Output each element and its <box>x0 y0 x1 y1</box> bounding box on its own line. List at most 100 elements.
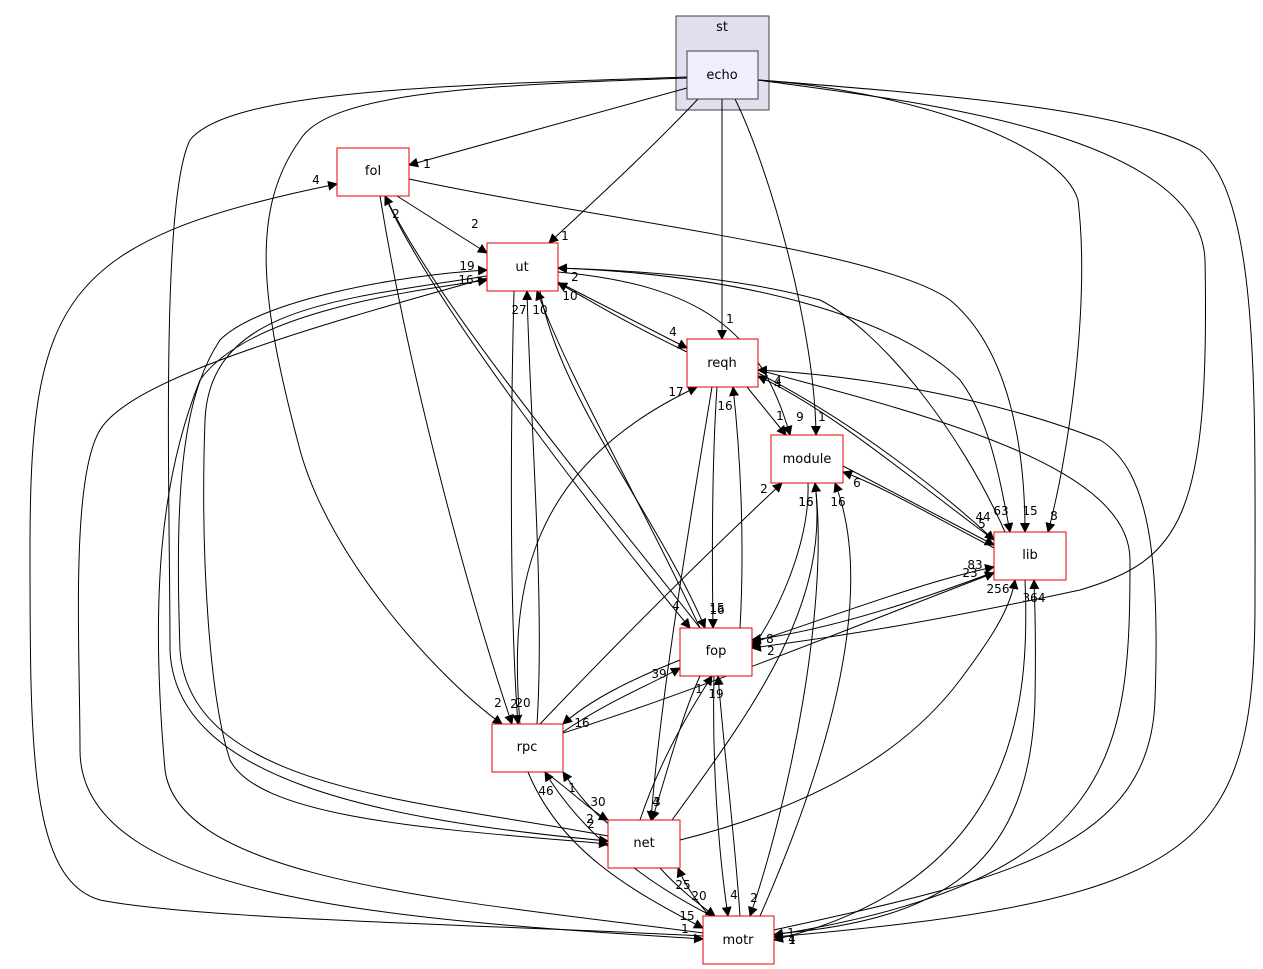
edge-fop-to-rpc[interactable] <box>562 659 681 725</box>
edge-fop-to-ut[interactable] <box>535 290 701 629</box>
edge-ut-to-net[interactable] <box>203 275 609 849</box>
edge-label-ut-to-net: 2 <box>586 812 594 826</box>
edge-motr-to-fop[interactable] <box>713 675 741 917</box>
edge-reqh-to-fop[interactable] <box>707 386 718 629</box>
edge-echo-to-module[interactable] <box>734 98 821 436</box>
edge-label-echo-to-fop: 2 <box>767 644 775 658</box>
edge-lib-to-reqh[interactable] <box>757 375 995 541</box>
edge-label-motr-to-fol: 4 <box>312 173 320 187</box>
edge-rpc-to-motr[interactable] <box>527 771 704 929</box>
node-label-net: net <box>633 836 654 851</box>
edge-net-to-motr[interactable] <box>659 867 716 917</box>
node-ut[interactable]: ut <box>486 242 559 292</box>
edge-motr-to-lib[interactable] <box>773 579 1040 935</box>
edge-lib-to-ut[interactable] <box>557 263 1006 533</box>
edge-rpc-to-module[interactable] <box>539 482 783 725</box>
edge-ut-to-fop[interactable] <box>539 290 707 629</box>
edge-net-to-module[interactable] <box>671 482 822 821</box>
edge-echo-to-lib[interactable] <box>757 79 1083 533</box>
edge-fol-to-rpc[interactable] <box>379 195 514 725</box>
edge-lib-to-motr[interactable] <box>773 579 1027 943</box>
edge-reqh-to-lib[interactable] <box>757 372 995 541</box>
node-net[interactable]: net <box>607 819 681 869</box>
node-label-motr: motr <box>722 933 754 948</box>
edge-reqh-to-ut[interactable] <box>557 282 688 353</box>
edge-fop-to-reqh[interactable] <box>729 386 743 629</box>
edge-motr-to-ut[interactable] <box>157 276 704 934</box>
node-lib[interactable]: lib <box>993 531 1067 581</box>
edge-echo-to-fop[interactable] <box>751 79 1206 652</box>
edge-label-net-to-motr: 20 <box>691 889 706 903</box>
edge-lib-to-module[interactable] <box>842 470 995 549</box>
node-label-rpc: rpc <box>517 740 538 755</box>
node-motr[interactable]: motr <box>702 915 775 965</box>
edge-label-rpc-to-module: 2 <box>760 482 768 496</box>
edge-rpc-to-ut[interactable] <box>522 290 540 725</box>
edge-label-fop-to-fol: 2 <box>392 207 400 221</box>
edge-label-echo-to-lib: 8 <box>1050 509 1058 523</box>
edge-echo-to-rpc[interactable] <box>265 77 688 725</box>
node-module[interactable]: module <box>770 434 844 484</box>
edge-label-net-to-fop: 1 <box>695 682 703 696</box>
edge-module-to-lib[interactable] <box>842 465 995 546</box>
edge-echo-to-motr[interactable] <box>757 79 1256 942</box>
edge-label-net-to-rpc: 1 <box>568 781 576 795</box>
edge-module-to-fop[interactable] <box>751 482 809 649</box>
edge-motr-to-fol[interactable] <box>29 180 704 937</box>
edge-net-to-lib[interactable] <box>679 579 1019 841</box>
edge-fop-to-lib[interactable] <box>751 563 995 644</box>
edge-rpc-to-fop[interactable] <box>562 667 681 733</box>
edge-lib-to-fop[interactable] <box>751 571 995 644</box>
node-reqh[interactable]: reqh <box>686 338 759 388</box>
edges <box>29 76 1256 944</box>
edge-label-fol-to-ut: 2 <box>471 217 479 231</box>
edge-ut-to-module[interactable] <box>557 271 793 436</box>
edge-net-to-rpc[interactable] <box>562 771 611 826</box>
edge-fop-to-net[interactable] <box>650 675 701 821</box>
edge-label-reqh-to-net: 4 <box>652 795 660 809</box>
edge-label-lib-to-fop: 8 <box>766 632 774 646</box>
edge-rpc-to-reqh[interactable] <box>516 386 698 725</box>
edge-label-echo-to-motr: 4 <box>788 932 796 946</box>
node-rpc[interactable]: rpc <box>491 723 564 773</box>
edge-reqh-to-motr[interactable] <box>757 369 1131 939</box>
edge-reqh-to-net[interactable] <box>646 386 713 821</box>
edge-label-fop-to-motr: 4 <box>730 888 738 902</box>
edge-ut-to-reqh[interactable] <box>557 281 688 349</box>
edge-label-fop-to-reqh: 16 <box>717 399 732 413</box>
edge-label-motr-to-fop: 19 <box>708 687 723 701</box>
edge-net-to-ut[interactable] <box>177 265 609 837</box>
edge-fol-to-ut[interactable] <box>396 195 488 254</box>
edge-label-fop-to-rpc: 16 <box>574 716 589 730</box>
edge-echo-to-fol[interactable] <box>408 87 688 168</box>
edge-label-net-to-module: 16 <box>798 495 813 509</box>
edge-fop-to-motr[interactable] <box>713 675 732 917</box>
edge-ut-to-rpc[interactable] <box>510 290 523 725</box>
node-fol[interactable]: fol <box>336 147 410 197</box>
edge-echo-to-net[interactable] <box>167 76 688 846</box>
cluster-label: st <box>716 20 728 35</box>
edge-module-to-motr[interactable] <box>748 482 819 917</box>
edge-label-lib-to-module: 6 <box>853 476 861 490</box>
edge-ut-to-lib[interactable] <box>557 267 1014 533</box>
edge-motr-to-module[interactable] <box>759 482 852 917</box>
edge-motr-to-reqh[interactable] <box>757 365 1157 931</box>
edge-fol-to-fop[interactable] <box>384 195 691 629</box>
edge-label-ut-to-module: 9 <box>796 410 804 424</box>
edge-fop-to-fol[interactable] <box>384 195 701 629</box>
edge-motr-to-net[interactable] <box>676 867 711 917</box>
edge-label-ut-to-fop: 15 <box>709 601 724 615</box>
edge-net-to-fop[interactable] <box>639 675 713 821</box>
edge-label-motr-to-reqh: 4 <box>774 377 782 391</box>
edge-reqh-to-module[interactable] <box>746 386 787 436</box>
edge-echo-to-ut[interactable] <box>548 98 699 244</box>
edge-label-reqh-to-lib: 44 <box>975 510 990 524</box>
node-fop[interactable]: fop <box>679 627 753 677</box>
edge-label-echo-to-fol: 1 <box>423 157 431 171</box>
edge-label-reqh-to-motr: 1 <box>788 933 796 947</box>
edge-label-motr-to-ut: 16 <box>458 273 473 287</box>
node-echo[interactable]: echo <box>686 50 759 100</box>
node-label-echo: echo <box>706 68 737 83</box>
edge-rpc-to-lib[interactable] <box>562 571 995 734</box>
edge-fol-to-lib[interactable] <box>408 178 1030 533</box>
